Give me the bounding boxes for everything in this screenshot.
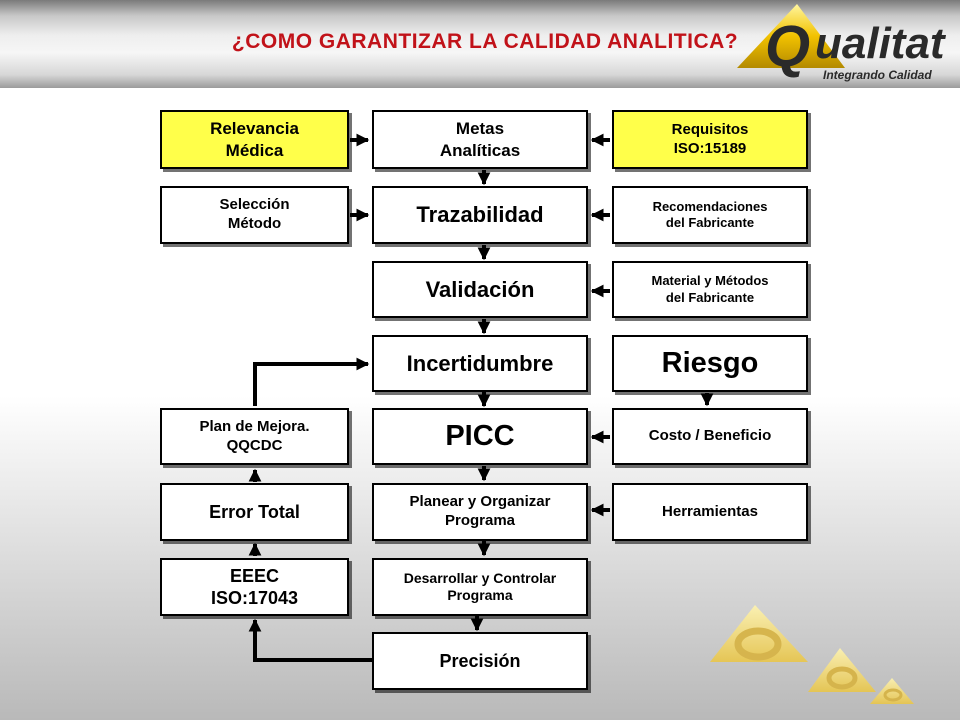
error-total-label: Error Total [209,501,300,522]
trazabilidad-box: Trazabilidad [372,186,588,244]
decorative-q-logos [710,605,914,704]
metas-line2: Analíticas [439,140,521,160]
material-line1: Material y Métodos [651,273,769,289]
requisitos-line2: ISO:15189 [673,139,747,157]
logo-tagline: Integrando Calidad [823,68,932,82]
seleccion-line2: Método [227,215,282,232]
plan-line1: Plan de Mejora. [199,417,310,435]
logo-letter: Q [765,14,810,79]
page-title: ¿COMO GARANTIZAR LA CALIDAD ANALITICA? [231,30,739,53]
incertidumbre-label: Incertidumbre [406,350,554,376]
plan-mejora-box: Plan de Mejora.QQCDC [160,408,349,465]
costo-beneficio-box: Costo / Beneficio [612,408,808,465]
arrow-plan-incertidumbre [253,357,370,406]
eeec-line1: EEEC [229,565,280,586]
requisitos-line1: Requisitos [671,120,749,138]
incertidumbre-box: Incertidumbre [372,335,588,392]
material-line2: del Fabricante [665,289,755,305]
herramientas-box: Herramientas [612,483,808,541]
desarrollar-line2: Programa [447,587,513,603]
desarrollar-line1: Desarrollar y Controlar [403,569,557,586]
validacion-label: Validación [425,276,535,302]
qualitat-logo: Q ualitat Integrando Calidad [737,4,947,82]
precision-label: Precisión [439,650,521,671]
riesgo-box: Riesgo [612,335,808,392]
trazabilidad-label: Trazabilidad [416,202,544,228]
planear-line2: Programa [444,512,516,529]
herramientas-label: Herramientas [662,502,758,520]
recomendaciones-line2: del Fabricante [665,215,755,230]
eeec-line2: ISO:17043 [210,588,299,608]
plan-line2: QQCDC [226,436,283,454]
picc-box: PICC [372,408,588,465]
error-total-box: Error Total [160,483,349,541]
costo-label: Costo / Beneficio [648,427,772,445]
riesgo-label: Riesgo [661,347,759,380]
planear-line1: Planear y Organizar [409,493,551,511]
picc-label: PICC [445,420,515,453]
relevancia-line1: Relevancia [210,119,299,139]
logo-wordmark: ualitat [815,19,947,68]
validacion-box: Validación [372,261,588,318]
relevancia-line2: Médica [225,140,284,160]
seleccion-line1: Selección [219,196,290,214]
recomendaciones-line1: Recomendaciones [652,198,768,214]
metas-line1: Metas [455,119,505,139]
arrow-precision-eeec [248,618,372,662]
precision-box: Precisión [372,632,588,690]
